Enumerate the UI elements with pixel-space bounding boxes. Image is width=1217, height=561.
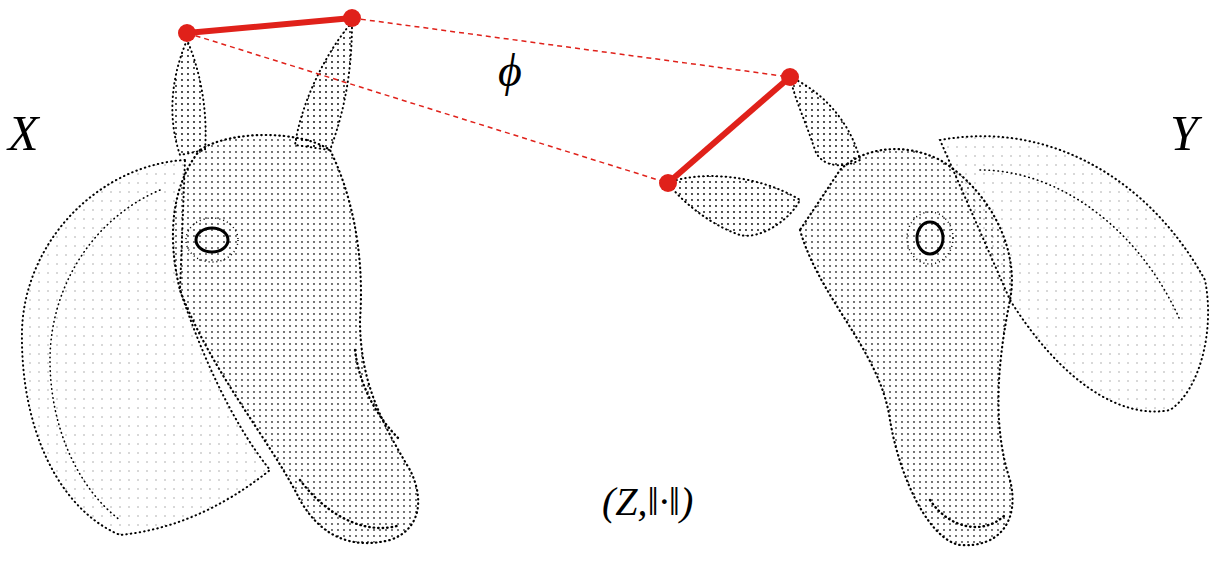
horse-eye: [907, 212, 953, 264]
math-label: ϕ: [498, 48, 522, 94]
math-label: X: [8, 108, 39, 158]
correspondence-lines: [178, 9, 799, 192]
math-label: Y: [1170, 108, 1198, 158]
math-label: (Z,‖·‖): [602, 482, 693, 522]
horse-point-cloud: [22, 22, 418, 543]
horse-eye: [186, 218, 238, 262]
horse-point-cloud: [668, 77, 1208, 545]
